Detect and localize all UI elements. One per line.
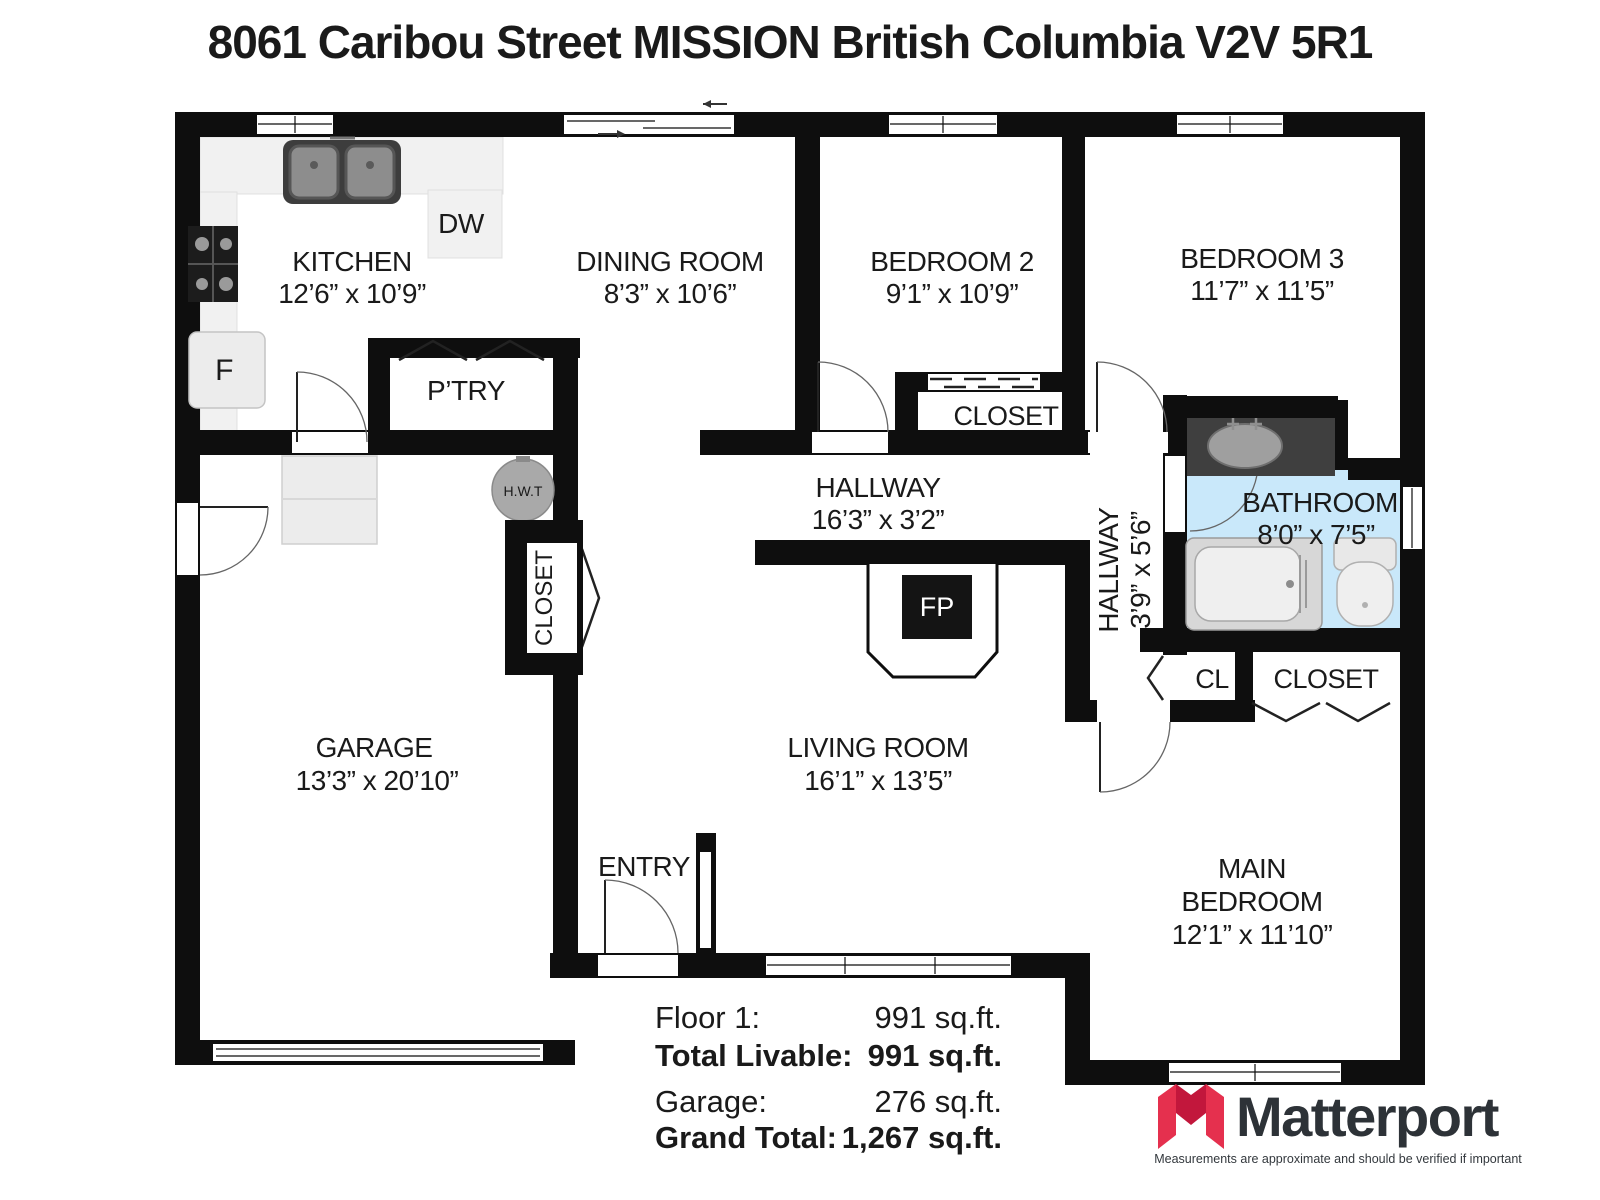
stat-grand-total-label: Grand Total: <box>655 1120 837 1155</box>
gap-entry-door <box>598 955 678 976</box>
wall-cl-closet-divider <box>1235 652 1253 705</box>
stat-total-livable-value: 991 sq.ft. <box>868 1038 1002 1073</box>
window-dining-slider <box>562 100 736 138</box>
label-mainbed-dims: 12’1” x 11’10” <box>1172 919 1333 950</box>
toilet <box>1333 537 1397 627</box>
garage-closet-box <box>505 520 583 675</box>
wall-bed2-bed3 <box>1062 112 1085 455</box>
wall-hallway-top <box>700 430 1080 455</box>
label-mainbed-1: MAIN <box>1218 853 1286 884</box>
laundry-appliance <box>281 455 378 545</box>
wall-bathroom-topright <box>1348 458 1400 480</box>
window-bed2 <box>887 113 999 136</box>
matterport-logo: Matterport Measurements are approximate … <box>1154 1084 1522 1166</box>
dishwasher-box <box>427 189 503 259</box>
window-kitchen <box>255 113 335 136</box>
matterport-wordmark: Matterport <box>1236 1085 1499 1148</box>
label-entry: ENTRY <box>598 851 691 882</box>
label-closet-bed2: CLOSET <box>953 401 1058 431</box>
label-bathroom: BATHROOM <box>1242 487 1398 518</box>
matterport-tagline: Measurements are approximate and should … <box>1154 1152 1522 1166</box>
wall-entry-stub-inner <box>700 852 711 948</box>
bathroom-vanity <box>1187 418 1335 476</box>
door-bed2 <box>817 361 889 433</box>
label-kitchen: KITCHEN <box>292 246 411 277</box>
window-bathroom <box>1401 485 1424 551</box>
label-bed2: BEDROOM 2 <box>870 246 1034 277</box>
fireplace <box>866 564 999 679</box>
kitchen-sink <box>283 136 401 204</box>
door-entry-front <box>604 879 679 954</box>
gap-bathroom-door <box>1165 456 1185 532</box>
label-fireplace: FP <box>920 592 955 622</box>
wall-mainbed-top-left <box>1065 700 1097 722</box>
stat-garage-label: Garage: <box>655 1084 767 1119</box>
label-hot-water-tank: H.W.T <box>504 483 543 499</box>
label-closet-small: CL <box>1195 664 1229 694</box>
area-stats: Floor 1: 991 sq.ft. Total Livable: 991 s… <box>655 1000 1002 1155</box>
door-garage-side <box>199 506 269 576</box>
pantry-bifold-doors <box>386 339 557 362</box>
label-hallway-main: HALLWAY <box>815 472 941 503</box>
label-garage: GARAGE <box>316 732 433 763</box>
label-bed2-dims: 9’1” x 10’9” <box>886 278 1019 309</box>
label-dishwasher: DW <box>438 208 485 239</box>
wall-dining-bed2 <box>795 112 820 455</box>
wall-pantry-bottom <box>368 430 578 455</box>
wall-pantry-top <box>368 338 580 358</box>
wall-living-top <box>755 540 1090 565</box>
garage-closet-bifold <box>580 548 601 648</box>
label-dining-dims: 8’3” x 10’6” <box>604 278 737 309</box>
label-closet-main: CLOSET <box>1273 664 1378 694</box>
fridge <box>188 331 266 409</box>
stat-floor1-value: 991 sq.ft. <box>874 1000 1002 1035</box>
window-main-bedroom <box>1167 1061 1343 1084</box>
label-garage-dims: 13’3” x 20’10” <box>296 765 459 796</box>
gap-garage-side-door <box>177 503 198 575</box>
window-living <box>764 954 1013 977</box>
label-living-dims: 16’1” x 13’5” <box>804 765 952 796</box>
label-fridge: F <box>215 354 233 387</box>
stat-grand-total-value: 1,267 sq.ft. <box>842 1120 1002 1155</box>
label-living: LIVING ROOM <box>787 732 968 763</box>
door-kitchen-garage <box>296 371 368 443</box>
wall-bathroom-bottom <box>1140 628 1425 652</box>
stat-garage-value: 276 sq.ft. <box>874 1084 1002 1119</box>
door-main-bedroom <box>1099 721 1171 793</box>
wall-mainbed-top-mid <box>1170 700 1255 722</box>
label-hallway-side-dims: 3’9” x 5’6” <box>1125 511 1156 629</box>
door-bed3 <box>1096 361 1168 433</box>
matterport-icon <box>1158 1084 1224 1149</box>
label-mainbed-2: BEDROOM <box>1181 886 1322 917</box>
garage-door <box>211 1042 545 1063</box>
label-pantry: P’TRY <box>427 375 506 406</box>
label-kitchen-dims: 12’6” x 10’9” <box>278 278 426 309</box>
bed2-closet-slider <box>930 377 1038 389</box>
gap-kitchen-garage-door <box>292 432 368 453</box>
main-closet-bifold-doors <box>1251 701 1391 723</box>
wall-pantry-left <box>368 340 390 455</box>
label-hallway-main-dims: 16’3” x 3’2” <box>812 504 945 535</box>
gap-bed2-door <box>812 432 888 453</box>
bathtub <box>1185 537 1323 631</box>
gap-bed3-door <box>1088 432 1168 453</box>
wall-outer-right <box>1400 112 1425 1085</box>
label-closet-garage: CLOSET <box>531 550 558 646</box>
stat-total-livable-label: Total Livable: <box>655 1038 853 1073</box>
label-dining: DINING ROOM <box>576 246 763 277</box>
window-bed3 <box>1175 113 1285 136</box>
wall-hallway-side-left <box>1065 540 1090 722</box>
cooktop <box>188 226 238 302</box>
label-bed3: BEDROOM 3 <box>1180 243 1344 274</box>
label-hallway-side: HALLWAY <box>1093 507 1124 633</box>
label-bathroom-dims: 8’0” x 7’5” <box>1257 519 1375 550</box>
label-bed3-dims: 11’7” x 11’5” <box>1190 275 1334 306</box>
cl-closet-bifold <box>1146 655 1165 701</box>
wall-bathroom-top <box>1163 396 1338 420</box>
wall-bed2closet-left <box>895 372 918 455</box>
page-title: 8061 Caribou Street MISSION British Colu… <box>208 16 1373 68</box>
stat-floor1-label: Floor 1: <box>655 1000 760 1035</box>
wall-pantry-right <box>553 338 578 458</box>
